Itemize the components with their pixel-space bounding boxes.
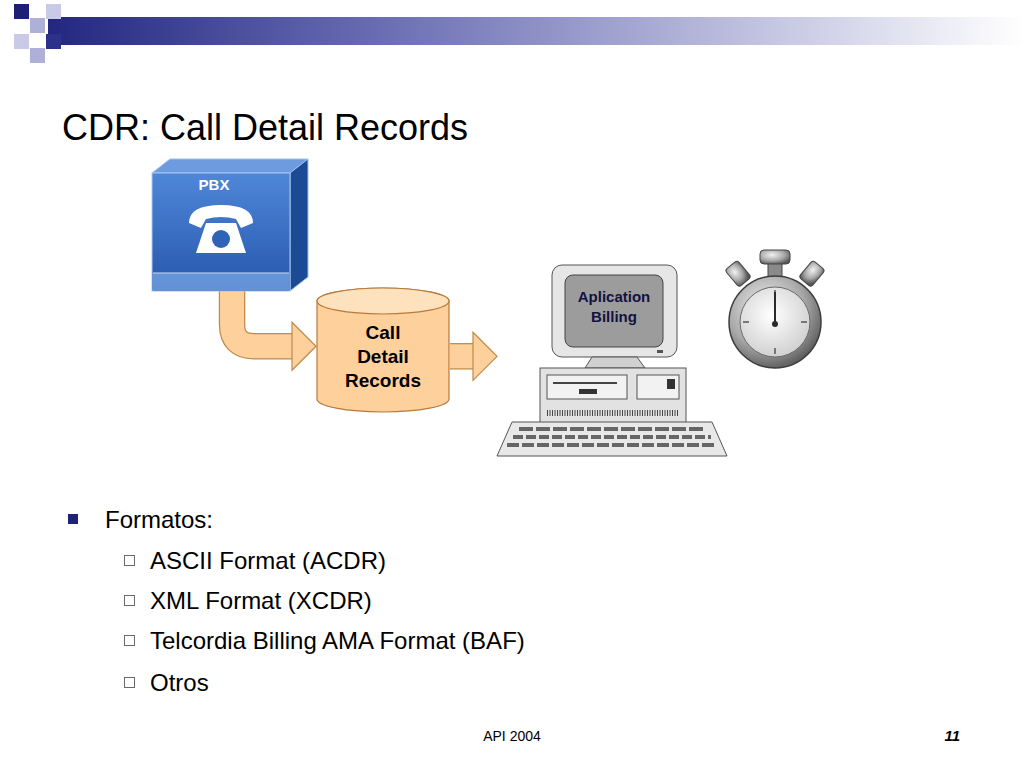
header-decoration bbox=[0, 0, 1024, 70]
header-square bbox=[46, 34, 61, 49]
bullet-heading: Formatos: bbox=[105, 505, 213, 534]
bullet-item: ASCII Format (ACDR) bbox=[150, 546, 386, 575]
bullet-hollow-square bbox=[125, 596, 135, 606]
drive-slot bbox=[579, 389, 597, 394]
slide-title: CDR: Call Detail Records bbox=[62, 106, 468, 150]
pbx-top-face bbox=[152, 159, 308, 173]
stopwatch-button bbox=[799, 260, 825, 287]
stopwatch-button bbox=[725, 260, 751, 287]
bullet-item: Otros bbox=[150, 668, 209, 697]
pbx-side-face bbox=[290, 159, 308, 291]
stopwatch-ticks bbox=[743, 290, 807, 354]
drive-bay bbox=[637, 375, 679, 399]
phone-icon bbox=[189, 205, 253, 253]
pbx-box: PBX bbox=[152, 173, 290, 291]
computer-node: Aplication Billing bbox=[497, 265, 727, 456]
header-bar bbox=[48, 17, 1024, 45]
node-text: Aplication Billing bbox=[567, 287, 661, 327]
cylinder-top bbox=[317, 288, 449, 314]
cylinder-body bbox=[317, 288, 449, 412]
pbx-front-face bbox=[152, 173, 290, 291]
node-text: PBX bbox=[152, 176, 276, 194]
page-number: 11 bbox=[920, 727, 960, 745]
header-square bbox=[46, 4, 61, 19]
header-square bbox=[30, 18, 45, 33]
bullet-item: Telcordia Billing AMA Format (BAF) bbox=[150, 626, 525, 655]
stopwatch-hand bbox=[774, 292, 776, 324]
keyboard-keys bbox=[519, 427, 705, 431]
keyboard-keys bbox=[513, 435, 711, 439]
vent-grille bbox=[547, 410, 679, 416]
arrow-head bbox=[473, 332, 497, 380]
header-square bbox=[14, 34, 29, 49]
stopwatch-face bbox=[740, 287, 810, 357]
stopwatch-case bbox=[729, 276, 821, 368]
arrow-head bbox=[292, 322, 316, 370]
stopwatch-pivot bbox=[772, 321, 778, 327]
monitor-frame bbox=[552, 265, 677, 357]
stopwatch-crown bbox=[760, 250, 790, 264]
pbx-band-line bbox=[153, 273, 289, 274]
monitor-stand bbox=[585, 357, 645, 368]
bullet-hollow-square bbox=[125, 636, 135, 646]
header-square bbox=[14, 4, 29, 19]
keyboard-keys bbox=[507, 443, 717, 447]
arrow-outline bbox=[450, 343, 474, 370]
bullet-item: XML Format (XCDR) bbox=[150, 586, 372, 615]
keyboard bbox=[497, 422, 727, 456]
drive-slot bbox=[553, 382, 617, 384]
database-cylinder: Call Detail Records bbox=[316, 287, 450, 413]
node-text: Call Detail Records bbox=[338, 321, 428, 393]
system-unit bbox=[540, 368, 686, 424]
pbx-band bbox=[153, 273, 289, 290]
bullet-hollow-square bbox=[125, 556, 135, 566]
arrow-outline bbox=[232, 291, 293, 346]
header-square bbox=[30, 48, 45, 63]
drive-bay bbox=[547, 375, 627, 399]
arrow-shaft bbox=[232, 291, 293, 346]
bullet-hollow-square bbox=[125, 678, 135, 688]
monitor-screen bbox=[565, 275, 663, 347]
power-button bbox=[667, 379, 675, 389]
arrow-shaft bbox=[450, 344, 474, 368]
footer-text: API 2004 bbox=[412, 728, 612, 745]
block-arrow bbox=[450, 332, 497, 380]
block-arrow bbox=[232, 291, 316, 370]
bullet-square bbox=[68, 514, 78, 524]
monitor-led bbox=[657, 350, 663, 353]
